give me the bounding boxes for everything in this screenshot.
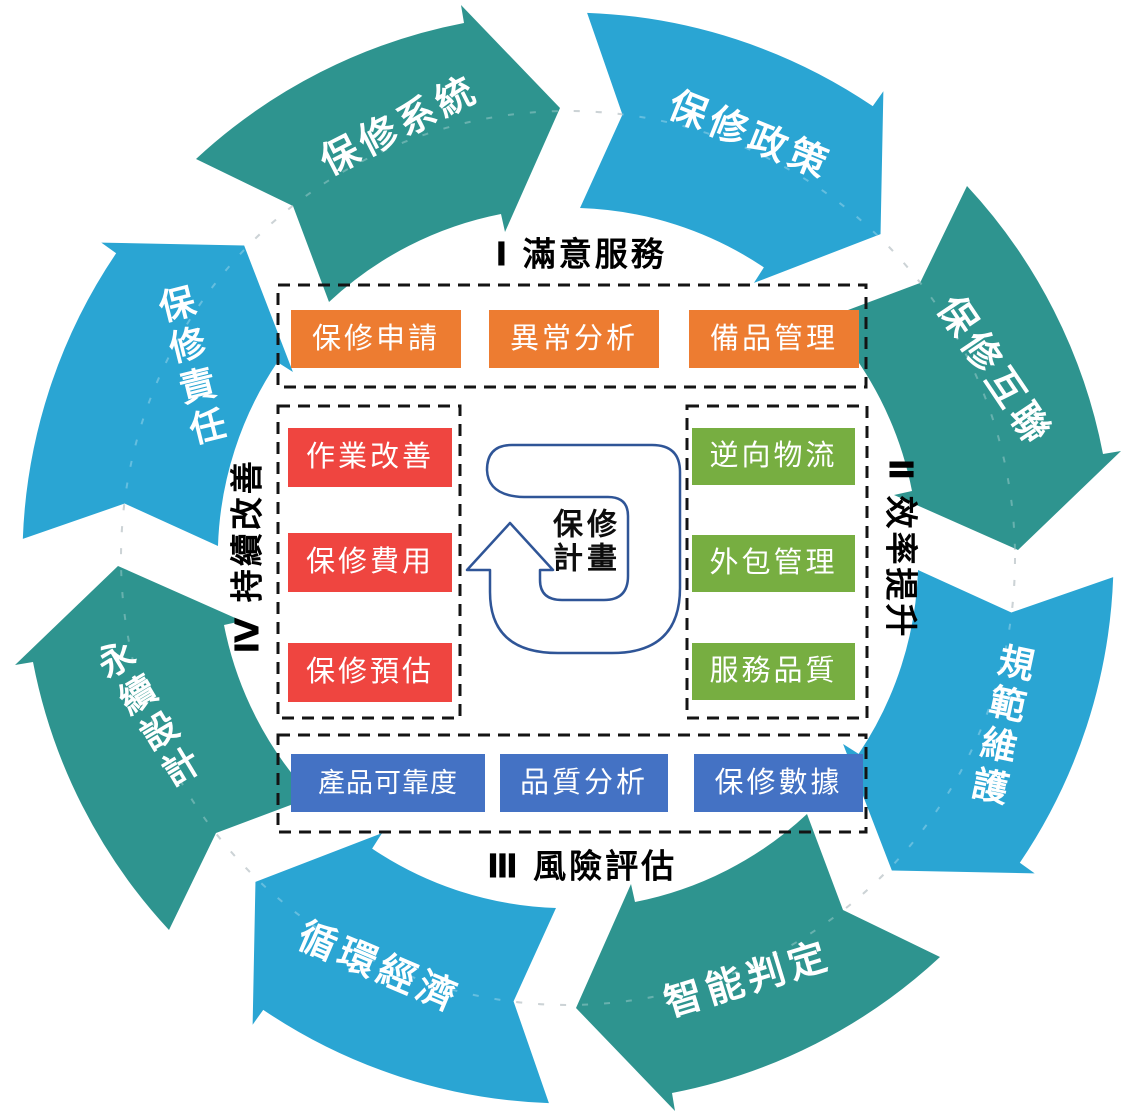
item-warranty-data: 保修數據 [694, 754, 863, 812]
item-spare-parts-management: 備品管理 [689, 310, 859, 368]
item-reverse-logistics: 逆向物流 [692, 428, 855, 485]
heading-satisfaction-service: Ⅰ 滿意服務 [495, 235, 667, 273]
item-anomaly-analysis: 異常分析 [489, 310, 659, 368]
item-operation-improvement: 作業改善 [288, 428, 452, 487]
item-product-reliability: 產品可靠度 [291, 754, 485, 812]
item-service-quality: 服務品質 [692, 643, 855, 700]
loop-arrow-icon [465, 443, 682, 655]
heading-risk-assessment: Ⅲ 風險評估 [486, 847, 678, 885]
item-warranty-cost: 保修費用 [288, 533, 452, 592]
dashed-guide-circle-overlay [120, 110, 1016, 1006]
item-outsourcing-management: 外包管理 [692, 535, 855, 592]
dashed-guide-circle [120, 110, 1016, 1006]
item-quality-analysis: 品質分析 [500, 754, 668, 812]
satisfaction-dashed-border [276, 283, 868, 389]
item-warranty-request: 保修申請 [291, 310, 461, 368]
heading-efficiency-improvement: Ⅱ 效率提升 [882, 458, 920, 640]
risk-dashed-border [276, 733, 868, 834]
efficiency-dashed-border [685, 404, 869, 720]
heading-continuous-improvement: Ⅳ 持續改善 [228, 458, 266, 654]
item-warranty-estimation: 保修預估 [288, 643, 452, 702]
improvement-dashed-border [276, 404, 462, 720]
center-warranty-plan-label: 保修 計畫 [553, 508, 621, 575]
